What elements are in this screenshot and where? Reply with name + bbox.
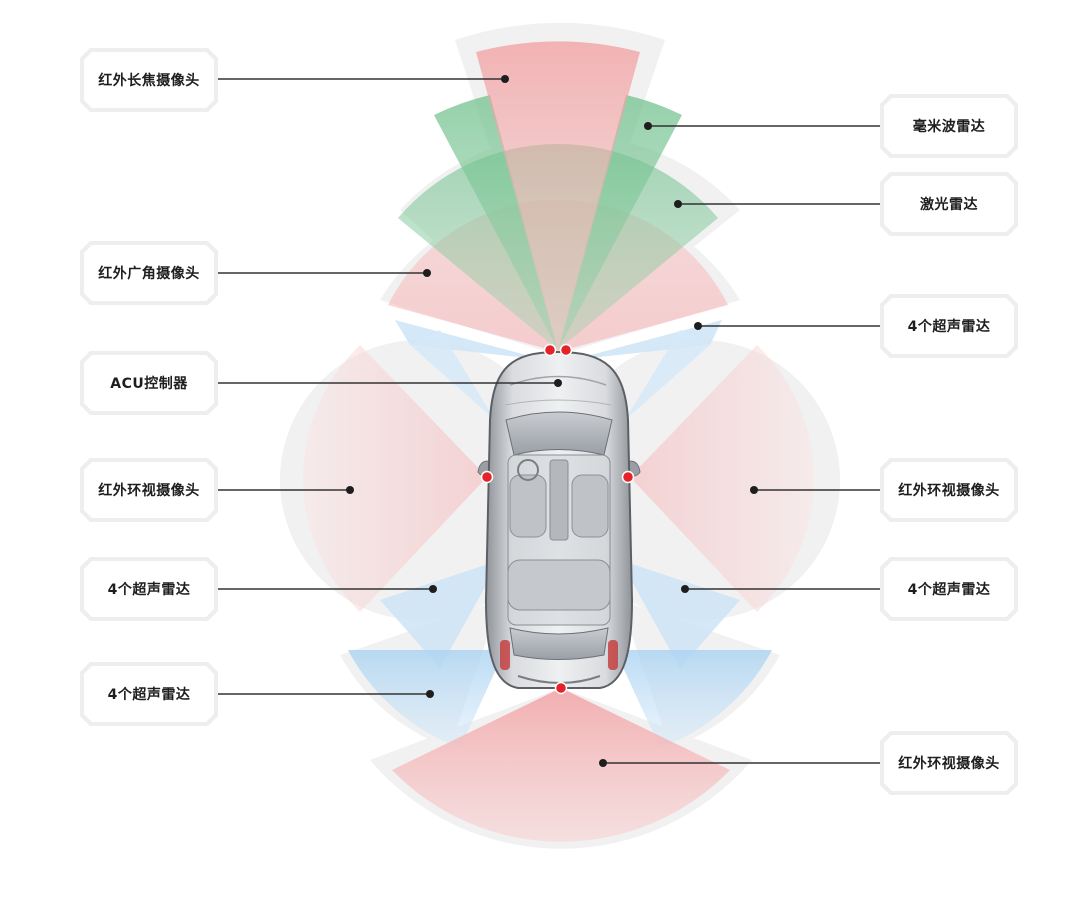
callout-ir-surround-rear: 红外环视摄像头 bbox=[880, 731, 1018, 795]
callout-label: 红外广角摄像头 bbox=[98, 266, 200, 282]
dot-ir-telephoto bbox=[501, 75, 509, 83]
sensor-markers bbox=[480, 343, 635, 695]
callout-ultrasonic-rear-left: 4个超声雷达 bbox=[80, 662, 218, 726]
callout-mmwave-radar: 毫米波雷达 bbox=[880, 94, 1018, 158]
dot-acu bbox=[554, 379, 562, 387]
fov-ultrasonic-right bbox=[620, 560, 740, 668]
fov-ultrasonic-left bbox=[380, 560, 500, 668]
fov-mmwave-left bbox=[434, 95, 558, 350]
callout-acu: ACU控制器 bbox=[80, 351, 218, 415]
callout-label: 4个超声雷达 bbox=[907, 319, 991, 335]
callout-label: 红外环视摄像头 bbox=[98, 483, 200, 499]
dot-ir-surround-right bbox=[750, 486, 758, 494]
callout-label: ACU控制器 bbox=[110, 376, 188, 392]
callout-ir-surround-right: 红外环视摄像头 bbox=[880, 458, 1018, 522]
vehicle-top-view-icon bbox=[477, 350, 641, 689]
callout-ultrasonic-left: 4个超声雷达 bbox=[80, 557, 218, 621]
callout-label: 红外环视摄像头 bbox=[898, 756, 1000, 772]
callout-ir-wide: 红外广角摄像头 bbox=[80, 241, 218, 305]
callout-label: 4个超声雷达 bbox=[107, 582, 191, 598]
fov-ultrasonic-front-side-right bbox=[625, 330, 710, 420]
callout-label: 4个超声雷达 bbox=[107, 687, 191, 703]
leader-lines bbox=[218, 78, 880, 764]
fov-ultrasonic-rear-right bbox=[615, 650, 772, 748]
callout-ir-surround-left: 红外环视摄像头 bbox=[80, 458, 218, 522]
callout-ir-telephoto: 红外长焦摄像头 bbox=[80, 48, 218, 112]
sensor-dot-icon bbox=[621, 470, 635, 484]
sensor-dot-icon bbox=[480, 470, 494, 484]
fov-ultrasonic-front-right bbox=[572, 320, 722, 360]
dot-ir-surround-rear bbox=[599, 759, 607, 767]
dot-ultrasonic-right bbox=[681, 585, 689, 593]
sensor-dot-icon bbox=[554, 681, 568, 695]
dot-ultrasonic-left bbox=[429, 585, 437, 593]
callout-label: 红外长焦摄像头 bbox=[98, 73, 200, 89]
fov-ultrasonic-rear-left bbox=[348, 650, 505, 748]
sensor-dot-icon bbox=[559, 343, 573, 357]
fov-ir-telephoto bbox=[476, 41, 640, 353]
dot-mmwave bbox=[644, 122, 652, 130]
sensor-dot-icon bbox=[543, 343, 557, 357]
dot-ir-surround-left bbox=[346, 486, 354, 494]
leader-dots bbox=[346, 75, 758, 767]
fov-ultrasonic-front-left bbox=[395, 320, 545, 360]
callout-label: 4个超声雷达 bbox=[907, 582, 991, 598]
dot-ultrasonic-front bbox=[694, 322, 702, 330]
fov-mmwave-right bbox=[558, 95, 682, 350]
callout-ultrasonic-front-right: 4个超声雷达 bbox=[880, 294, 1018, 358]
dot-ultrasonic-rear bbox=[426, 690, 434, 698]
dot-ir-wide bbox=[423, 269, 431, 277]
callout-label: 红外环视摄像头 bbox=[898, 483, 1000, 499]
fov-ir-surround-rear bbox=[392, 688, 730, 842]
callout-ultrasonic-right: 4个超声雷达 bbox=[880, 557, 1018, 621]
fov-ir-surround-left bbox=[303, 345, 487, 612]
callout-label: 毫米波雷达 bbox=[912, 119, 986, 135]
callout-lidar: 激光雷达 bbox=[880, 172, 1018, 236]
fov-ultrasonic-front-side-left bbox=[410, 330, 495, 420]
callout-label: 激光雷达 bbox=[920, 197, 978, 213]
fov-ir-surround-right bbox=[630, 345, 814, 612]
dot-lidar bbox=[674, 200, 682, 208]
